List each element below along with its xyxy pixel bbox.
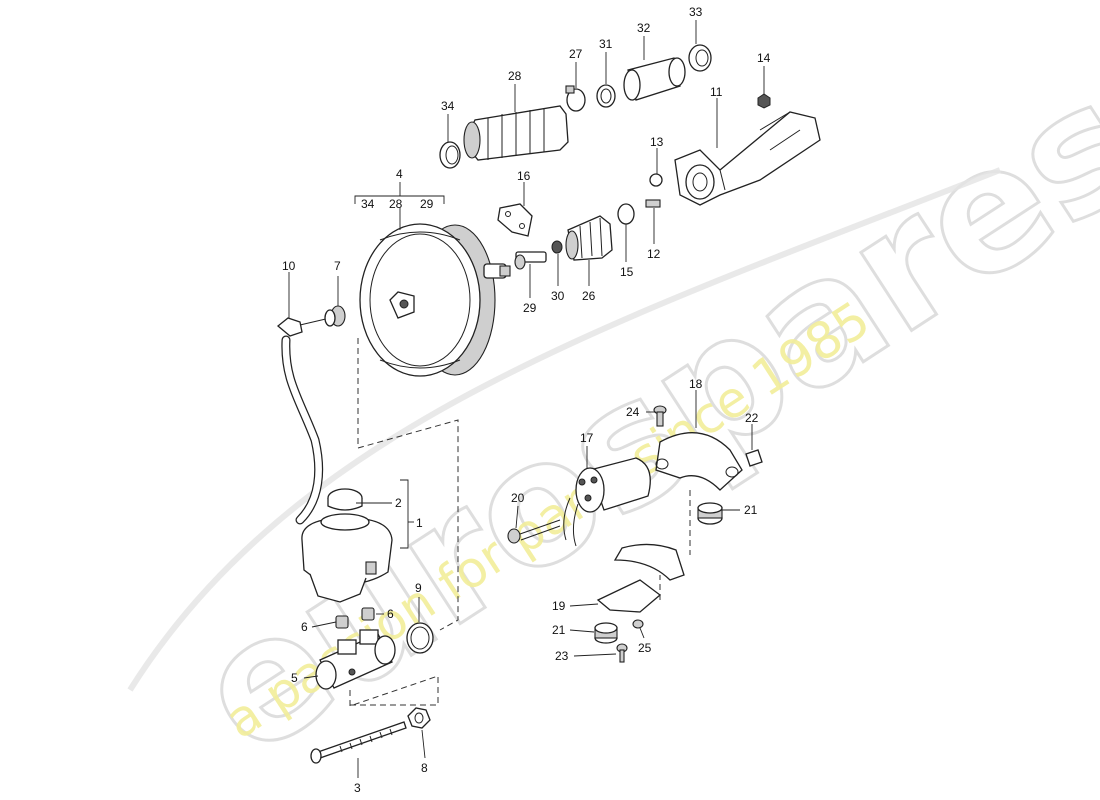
callout-6-right: 6 [387, 607, 394, 621]
nut-30 [551, 240, 563, 254]
clamp-27 [565, 85, 586, 112]
nut-8 [407, 707, 431, 729]
group-4-subpart-28: 28 [389, 197, 403, 211]
grommet-7 [324, 305, 346, 327]
callout-16: 16 [517, 169, 531, 183]
vacuum-hose [276, 317, 331, 525]
group-4-subpart-29: 29 [420, 197, 434, 211]
watermark-swoosh [127, 167, 1002, 692]
callout-5: 5 [291, 671, 298, 685]
leader-lines [288, 20, 765, 778]
callout-19: 19 [552, 599, 566, 613]
ring-33 [688, 44, 712, 72]
bolt-20 [507, 519, 561, 544]
callout-29: 29 [523, 301, 537, 315]
callout-30: 30 [551, 289, 565, 303]
callout-3: 3 [354, 781, 361, 795]
callout-21-bottom: 21 [552, 623, 566, 637]
rubber-mount-21-bottom [594, 622, 618, 644]
pedal-bracket-11 [674, 111, 821, 206]
screw-25 [632, 619, 644, 629]
callout-34: 34 [441, 99, 455, 113]
nut-13 [649, 173, 663, 187]
callout-4: 4 [396, 167, 403, 181]
callout-24: 24 [626, 405, 640, 419]
callout-12: 12 [647, 247, 661, 261]
plug-6-left [335, 615, 349, 629]
callout-17: 17 [580, 431, 594, 445]
bracket-19 [596, 490, 691, 613]
callout-23: 23 [555, 649, 569, 663]
callout-10: 10 [282, 259, 296, 273]
callout-28: 28 [508, 69, 522, 83]
group-1-bracket [400, 479, 409, 549]
group-4-bracket: 4 34 28 29 [354, 167, 445, 230]
watermark: eurospares a passion for parts since 198… [127, 41, 1100, 796]
nut-14 [757, 93, 771, 109]
brake-booster [359, 223, 511, 377]
dashed-guides [349, 338, 459, 707]
callout-26: 26 [582, 289, 596, 303]
plug-6-right [361, 607, 375, 621]
callout-20: 20 [511, 491, 525, 505]
clip-22 [745, 449, 763, 467]
callout-18: 18 [689, 377, 703, 391]
clamp-34 [439, 141, 461, 169]
ring-15 [617, 203, 635, 225]
bellows-28 [463, 105, 569, 161]
callout-32: 32 [637, 21, 651, 35]
group-4-subpart-34: 34 [361, 197, 375, 211]
callout-31: 31 [599, 37, 613, 51]
bolt-12 [645, 199, 661, 208]
bellows-26 [565, 215, 613, 261]
o-ring-9 [406, 622, 434, 654]
callout-6-left: 6 [301, 620, 308, 634]
tube-32 [623, 57, 686, 101]
callout-9: 9 [415, 581, 422, 595]
pushrod-29 [514, 251, 547, 270]
callout-labels: 1 2 3 5 6 6 7 8 9 10 11 12 13 14 15 16 1… [282, 5, 771, 795]
callout-21-top: 21 [744, 503, 758, 517]
callout-7: 7 [334, 259, 341, 273]
callout-25: 25 [638, 641, 652, 655]
callout-33: 33 [689, 5, 703, 19]
callout-22: 22 [745, 411, 759, 425]
reservoir-cap [327, 488, 363, 511]
callout-1: 1 [416, 516, 423, 530]
bracket-18 [655, 432, 743, 491]
master-cylinder [315, 629, 396, 690]
rubber-mount-21-top [697, 502, 723, 525]
long-bolt-3 [310, 721, 407, 764]
ring-31 [596, 84, 616, 108]
callout-8: 8 [421, 761, 428, 775]
bolt-24 [653, 405, 667, 427]
callout-15: 15 [620, 265, 634, 279]
callout-2: 2 [395, 496, 402, 510]
fluid-reservoir [301, 513, 393, 603]
vacuum-pump-17 [563, 457, 651, 547]
callout-27: 27 [569, 47, 583, 61]
screw-23 [616, 643, 628, 663]
plate-16 [497, 203, 533, 237]
callout-13: 13 [650, 135, 664, 149]
watermark-tagline: a passion for parts since 1985 [215, 290, 880, 750]
callout-11: 11 [710, 85, 723, 99]
callout-14: 14 [757, 51, 771, 65]
